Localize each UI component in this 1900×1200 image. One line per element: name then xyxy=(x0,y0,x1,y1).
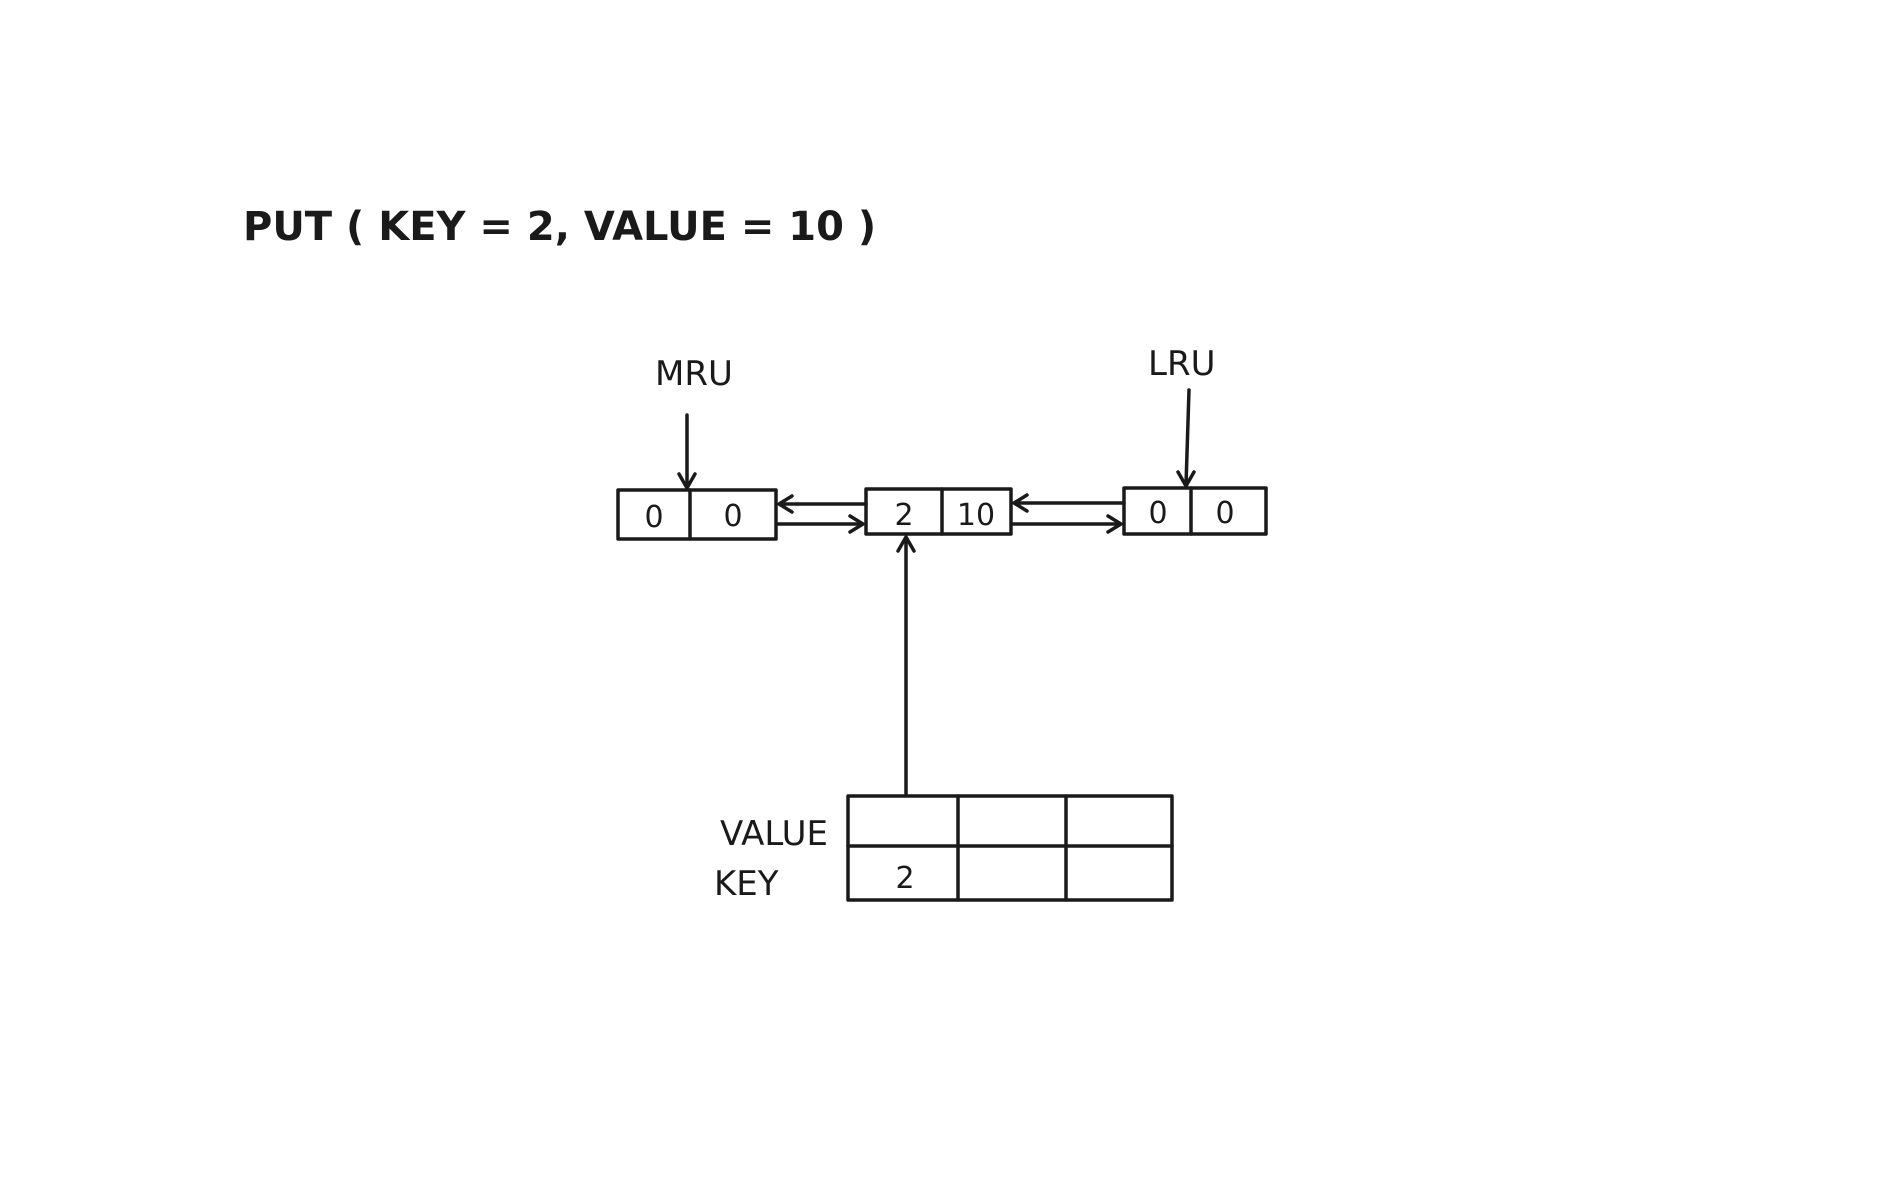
link-prev-node1-to-node0 xyxy=(777,494,868,514)
operation-title: PUT ( KEY = 2, VALUE = 10 ) xyxy=(243,204,876,250)
lru-label: LRU xyxy=(1148,344,1215,384)
node-value: 0 xyxy=(723,499,742,534)
node-key: 0 xyxy=(644,500,663,535)
table-key-cell: 2 xyxy=(895,861,914,896)
list-node-new: 2 10 xyxy=(864,487,1013,536)
list-node-lru: 0 0 xyxy=(1122,486,1268,536)
mru-pointer-arrow xyxy=(677,413,697,490)
lru-pointer-arrow xyxy=(1176,388,1196,488)
mru-label: MRU xyxy=(655,354,733,394)
link-next-node0-to-node1 xyxy=(776,514,865,534)
node-value: 0 xyxy=(1215,496,1234,531)
link-prev-node2-to-node1 xyxy=(1012,493,1126,513)
list-node-mru: 0 0 xyxy=(616,488,778,541)
node-value: 10 xyxy=(957,498,995,533)
node-key: 2 xyxy=(894,498,913,533)
table-row-label-key: KEY xyxy=(714,864,779,904)
table-row-label-value: VALUE xyxy=(720,814,828,854)
hashmap-to-node-arrow xyxy=(896,535,916,817)
hashmap-table: 2 xyxy=(846,794,1174,902)
link-next-node1-to-node2 xyxy=(1011,514,1123,534)
node-key: 0 xyxy=(1148,496,1167,531)
